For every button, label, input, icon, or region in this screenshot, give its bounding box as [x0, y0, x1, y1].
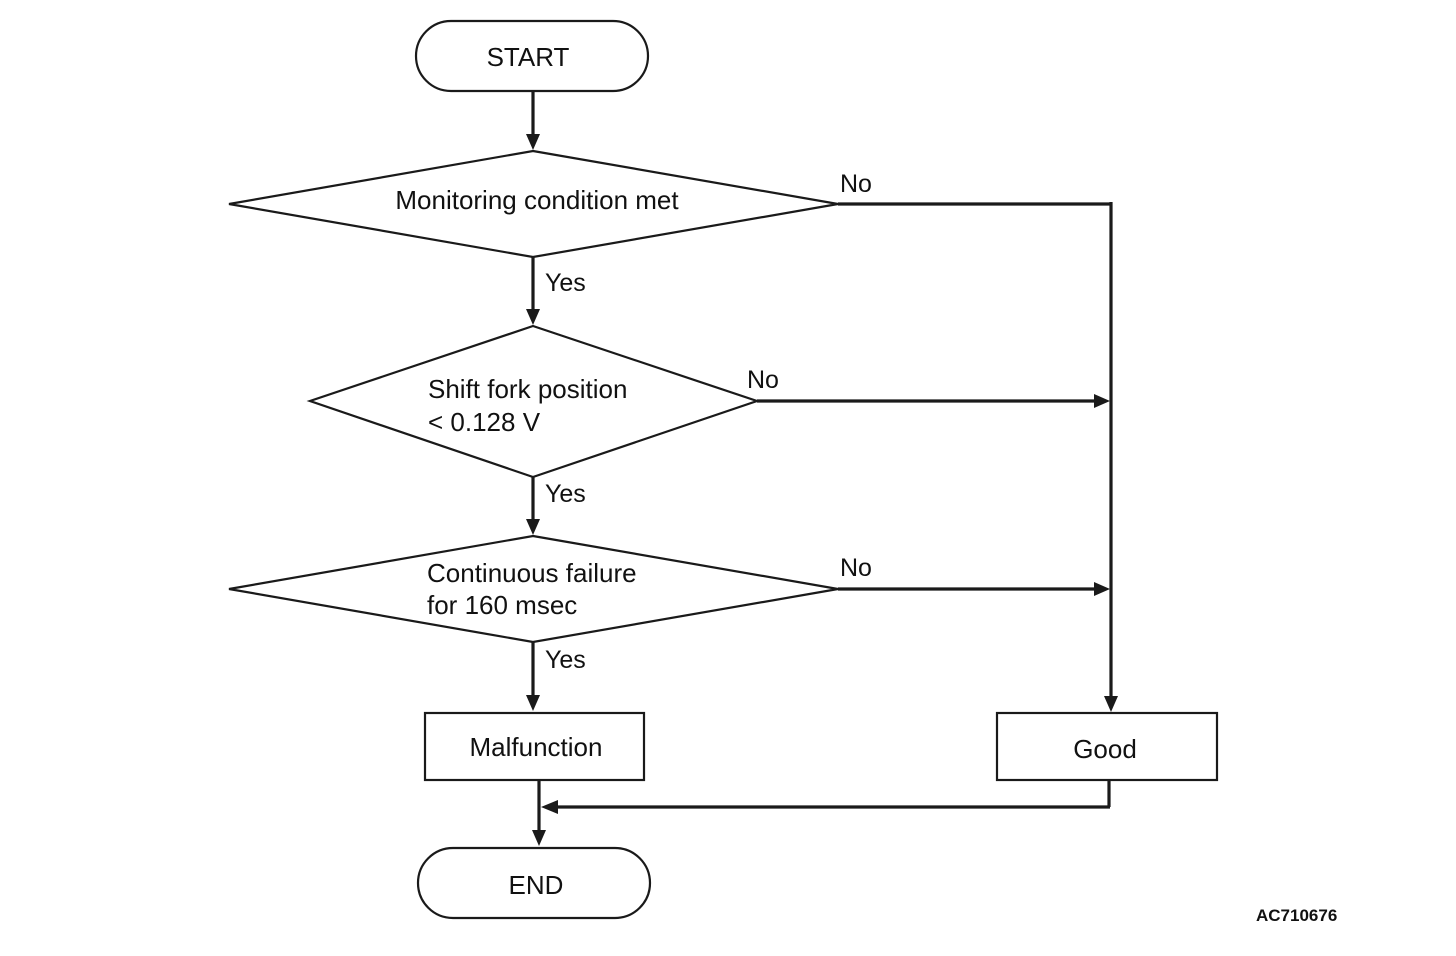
no-trunk-to-good [1104, 202, 1118, 712]
decision-monitoring-condition: Monitoring condition met [228, 149, 839, 259]
start-label: START [487, 42, 570, 72]
decision1-no-label: No [840, 170, 872, 198]
decision2-no-branch: No [747, 366, 1110, 408]
good-shape [995, 711, 1219, 782]
malfunction-to-end-arrow [532, 780, 546, 846]
decision2-no-label: No [747, 366, 779, 394]
decision3-shape [228, 534, 839, 644]
decision1-label: Monitoring condition met [395, 185, 679, 215]
decision2-yes-label: Yes [545, 480, 586, 508]
good-process: Good [995, 711, 1219, 782]
good-label: Good [1073, 734, 1137, 764]
malfunction-shape [423, 711, 646, 782]
decision3-no-branch: No [838, 554, 1110, 596]
malfunction-process: Malfunction [423, 711, 646, 782]
decision3-label-line2: for 160 msec [427, 590, 577, 620]
end-label: END [509, 870, 564, 900]
figure-id: AC710676 [1256, 906, 1337, 925]
good-to-end-connector [541, 780, 1111, 814]
decision-shift-fork-position: Shift fork position < 0.128 V [306, 324, 761, 479]
decision3-yes-label: Yes [545, 646, 586, 674]
start-shape [414, 19, 650, 93]
decision2-yes-branch: Yes [526, 477, 586, 535]
decision3-no-label: No [840, 554, 872, 582]
decision3-label-line1: Continuous failure [427, 558, 637, 588]
decision1-yes-label: Yes [545, 269, 586, 297]
decision1-yes-branch: Yes [526, 257, 586, 325]
decision2-label-line1: Shift fork position [428, 374, 627, 404]
decision2-label-line2: < 0.128 V [428, 407, 541, 437]
decision-continuous-failure: Continuous failure for 160 msec [228, 534, 839, 644]
end-terminal: END [416, 846, 652, 920]
decision3-yes-branch: Yes [526, 642, 586, 711]
arrow-start-to-decision1 [526, 92, 540, 150]
malfunction-label: Malfunction [470, 732, 603, 762]
decision1-no-branch: No [838, 170, 1112, 206]
end-shape [416, 846, 652, 920]
start-terminal: START [414, 19, 650, 93]
